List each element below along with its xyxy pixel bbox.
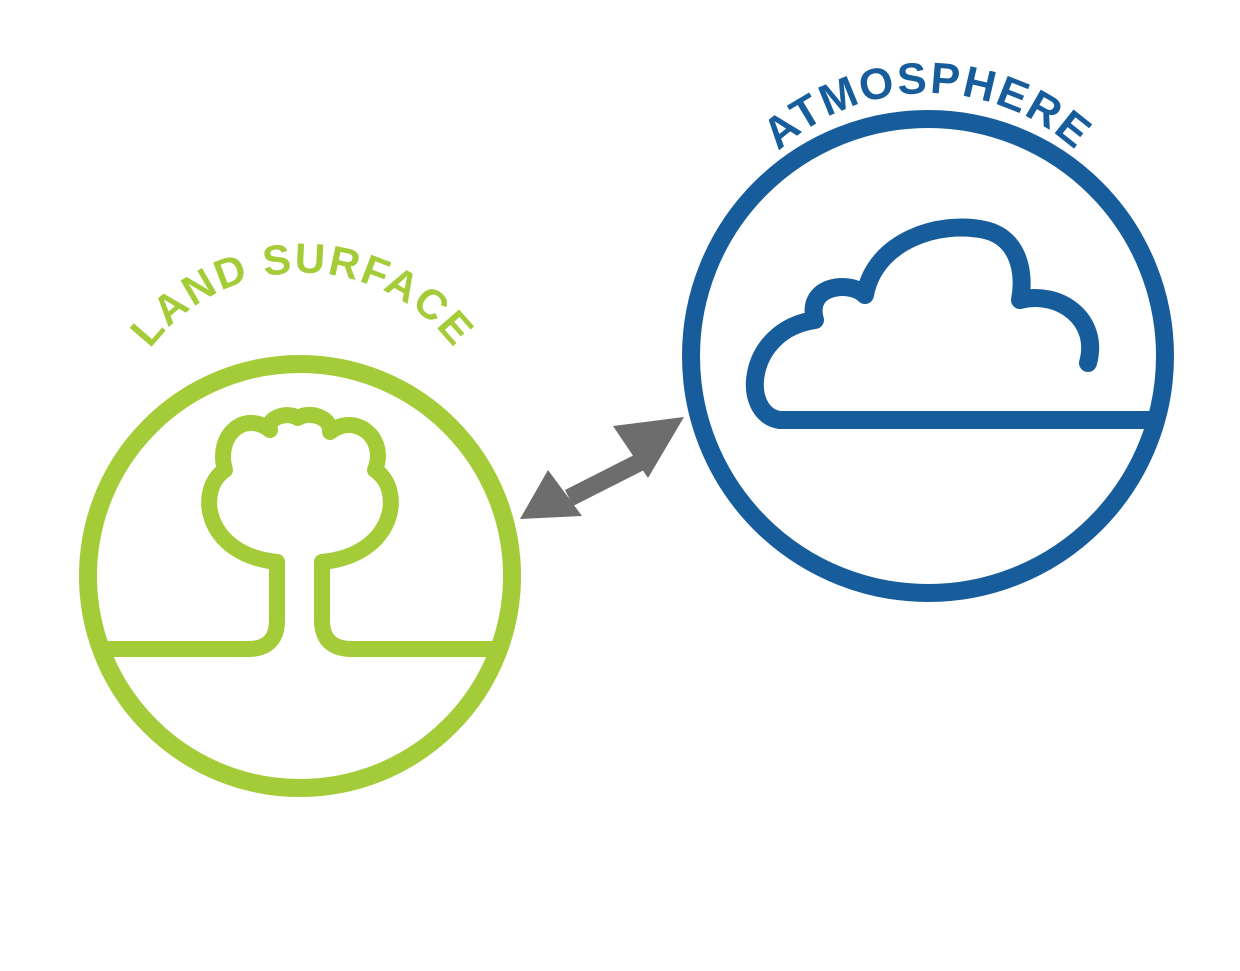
atmosphere-ring [682,110,1174,602]
atmosphere-node: ATMOSPHERE [682,54,1174,602]
double-arrow-icon [520,417,684,519]
land-surface-node: LAND SURFACE [79,234,521,797]
land-surface-ring [79,355,521,797]
land-surface-label: LAND SURFACE [121,234,484,354]
cloud-icon [745,218,1159,429]
tree-icon [93,406,508,657]
